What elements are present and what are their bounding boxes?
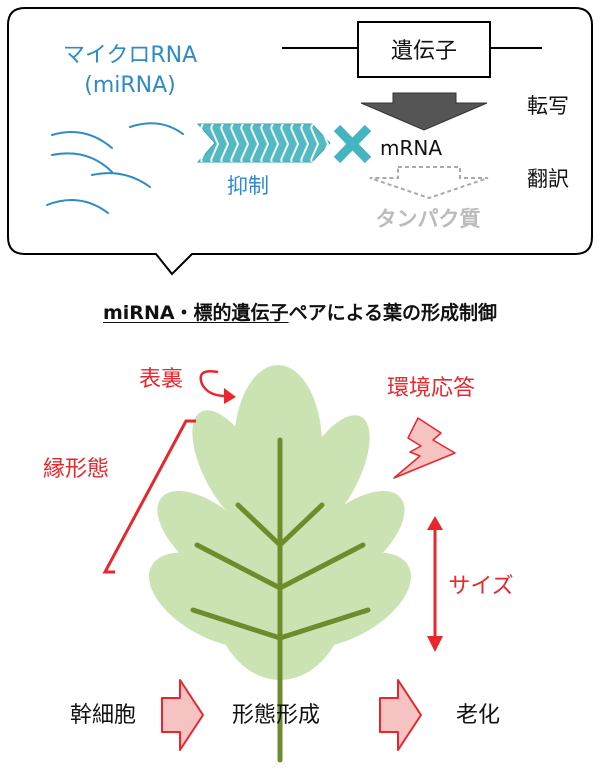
adaxial-abaxial-label: 表裏 (139, 367, 183, 392)
leaf-veins (190, 437, 371, 763)
title-underlined: miRNA・標的遺伝子 (103, 302, 289, 324)
repression-arrow (196, 123, 331, 163)
size-label: サイズ (448, 574, 513, 599)
environment-response-label: 環境応答 (387, 376, 475, 401)
transcription-label: 転写 (527, 94, 569, 118)
mirna-strand-5 (46, 199, 109, 214)
protein-label: タンパク質 (376, 207, 481, 231)
margin-bracket (102, 419, 196, 574)
repression-label: 抑制 (227, 174, 269, 198)
size-double-arrow (427, 516, 443, 652)
lightning-icon (393, 417, 456, 479)
gene-box (357, 21, 491, 78)
progress-arrow-2 (379, 679, 422, 751)
mirna-strand-2 (129, 122, 184, 135)
margin-shape-label: 縁形態 (43, 457, 109, 482)
senescence-label: 老化 (456, 703, 500, 728)
block-x-icon (333, 124, 372, 164)
gene-label: 遺伝子 (391, 39, 457, 64)
translation-arrow (369, 166, 489, 200)
transcription-arrow (360, 92, 488, 131)
mrna-label: mRNA (380, 136, 442, 160)
stem-cells-label: 幹細胞 (70, 703, 136, 728)
mirna-label-line1: マイクロRNA (63, 43, 197, 68)
mirna-strand-4 (91, 172, 151, 188)
title-rest: ペアによる葉の形成制御 (288, 302, 497, 324)
progress-arrow-1 (161, 679, 204, 751)
curved-arrow-icon (199, 370, 227, 398)
morphogenesis-label: 形態形成 (232, 703, 320, 728)
mirna-strands (46, 122, 184, 214)
mirna-strand-1 (51, 131, 113, 149)
curved-arrowhead (224, 388, 236, 404)
translation-label: 翻訳 (527, 167, 569, 191)
mirna-strand-3 (51, 152, 113, 173)
figure-title: miRNA・標的遺伝子ペアによる葉の形成制御 (0, 298, 600, 325)
mirna-label-line2: (miRNA) (84, 73, 176, 98)
